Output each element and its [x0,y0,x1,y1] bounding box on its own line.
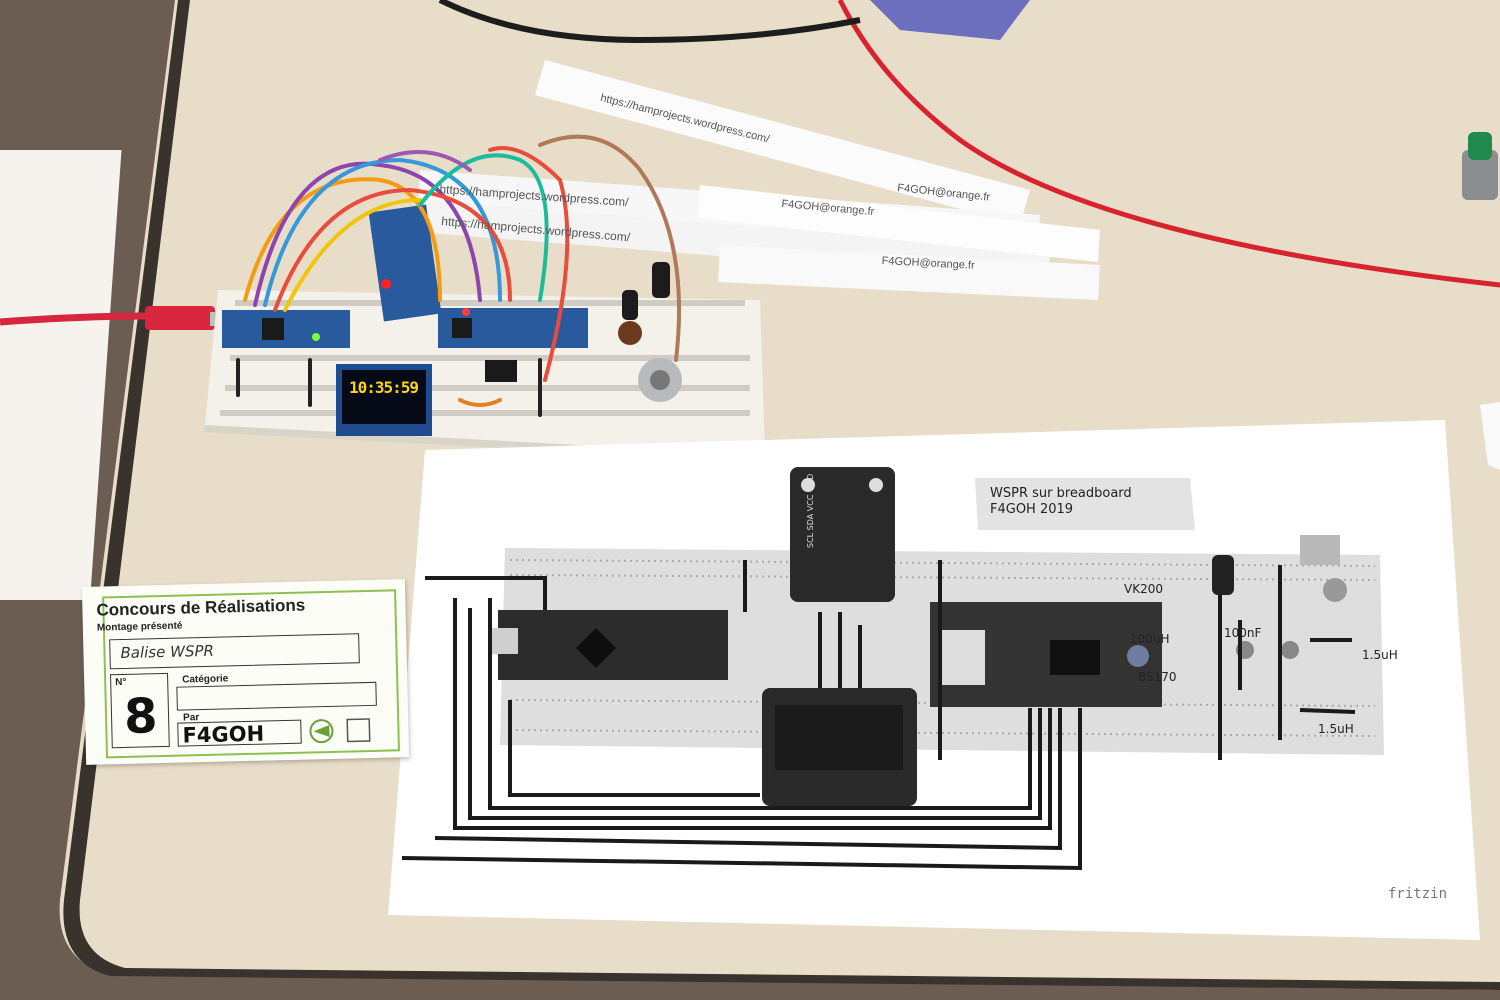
oled-time-display: 10:35:59 [349,378,419,397]
card-logos [309,718,371,744]
card-project-label: Montage présenté [96,620,183,634]
black-cable [438,0,861,44]
schematic-title-line2: F4GOH 2019 [990,502,1074,517]
card-number-box: N° 8 [110,672,170,749]
label-rtc-pins: SCL SDA VCC GND [806,473,815,548]
left-paper [0,150,122,600]
card-project-value: Balise WSPR [109,633,360,670]
card-author-value: F4GOH [177,719,302,748]
card-number-label: N° [115,676,127,689]
usb-cable [0,312,151,326]
rtc-module [368,204,442,322]
label-100nf: 100nF [1224,626,1262,640]
card-category-label: Catégorie [182,673,229,686]
arduino-nano-board [222,310,350,348]
fritzing-watermark: fritzin [1388,886,1448,902]
schematic-title-box [975,478,1195,530]
label-bs170: BS170 [1138,670,1177,684]
bnc-adapter [1462,132,1498,200]
fritzing-breadboard [401,467,1384,871]
schematic-rtc [790,467,895,602]
label-vk200: VK200 [1124,582,1163,596]
blue-object [870,0,1030,40]
schematic-title-line1: WSPR sur breadboard [990,486,1132,501]
paper-slips [416,60,1500,470]
usb-plug [145,306,215,330]
label-100uh: 100uH [1130,632,1170,646]
card-category-box [176,681,377,711]
contest-card: Concours de Réalisations Montage présent… [81,579,410,765]
red-cable [837,0,1500,288]
label-inductor-2: 1.5uH [1318,722,1354,736]
label-inductor-1: 1.5uH [1362,648,1398,662]
schematic-title: WSPR sur breadboard F4GOH 2019 [990,486,1132,518]
card-number-value: 8 [123,688,159,745]
